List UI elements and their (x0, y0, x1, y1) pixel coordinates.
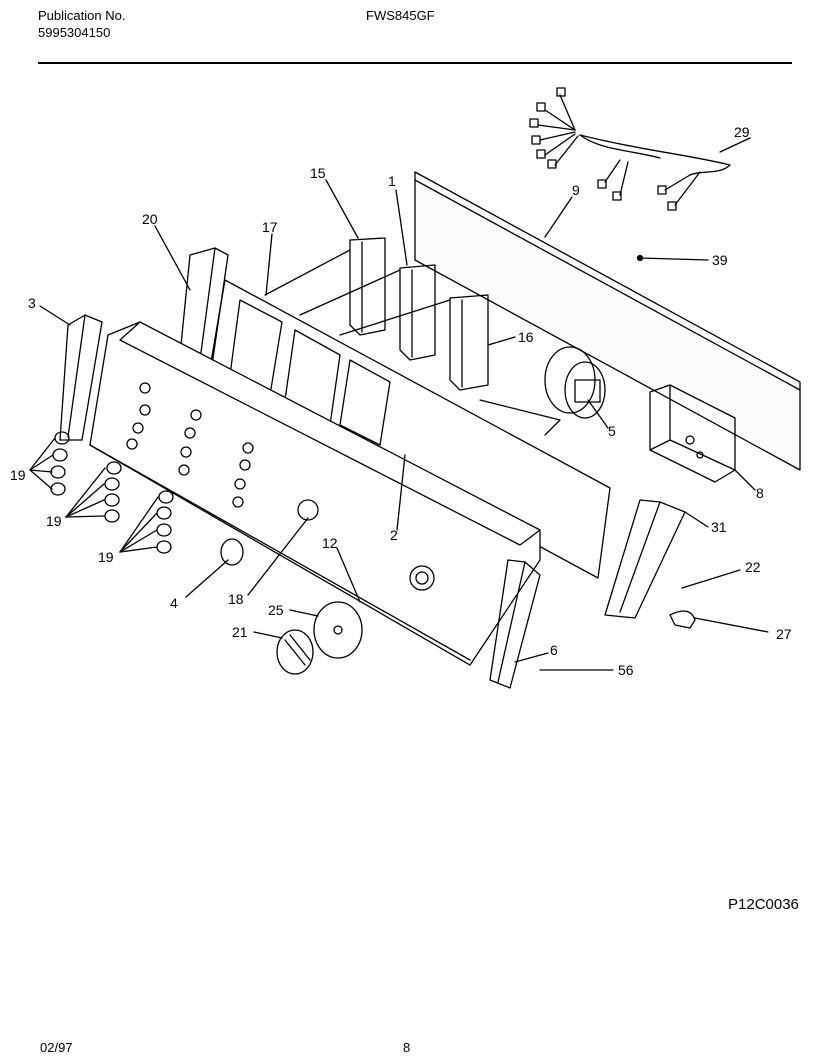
callout-39: 39 (712, 252, 728, 268)
knobs (220, 538, 363, 675)
callout-19-c: 19 (98, 549, 114, 565)
callout-27: 27 (776, 626, 792, 642)
footer-page-number: 8 (403, 1040, 411, 1055)
side-bracket (179, 247, 229, 366)
publication-number: 5995304150 (38, 25, 111, 40)
callout-1: 1 (388, 173, 396, 189)
callout-19-b: 19 (46, 513, 62, 529)
switch-brackets (349, 237, 489, 391)
lamp-housing (604, 499, 696, 629)
callout-15: 15 (310, 165, 326, 181)
model-number: FWS845GF (366, 8, 435, 23)
callout-25: 25 (268, 602, 284, 618)
publication-label: Publication No. (38, 8, 126, 23)
callout-9: 9 (572, 182, 580, 198)
callout-22: 22 (745, 559, 761, 575)
callout-31: 31 (711, 519, 727, 535)
left-end-cap (59, 314, 103, 441)
figure-code: P12C0036 (728, 896, 799, 913)
header-divider (38, 62, 792, 64)
callout-5: 5 (608, 423, 616, 439)
push-buttons (50, 431, 174, 554)
callout-17: 17 (262, 219, 278, 235)
callout-labels: 1 2 3 4 5 6 8 9 12 15 16 17 18 19 19 19 … (10, 124, 792, 678)
callout-8: 8 (756, 485, 764, 501)
callout-2: 2 (390, 527, 398, 543)
callout-56: 56 (618, 662, 634, 678)
callout-16: 16 (518, 329, 534, 345)
right-end-cap (489, 559, 541, 689)
back-panel (414, 171, 801, 471)
callout-21: 21 (232, 624, 248, 640)
callout-20: 20 (142, 211, 158, 227)
callout-4: 4 (170, 595, 178, 611)
callout-3: 3 (28, 295, 36, 311)
callout-18: 18 (228, 591, 244, 607)
wire-harness (529, 87, 731, 211)
callout-12: 12 (322, 535, 338, 551)
callout-6: 6 (550, 642, 558, 658)
callout-19-a: 19 (10, 467, 26, 483)
footer-date: 02/97 (40, 1040, 73, 1055)
panel-buttons (126, 382, 254, 508)
pressure-switch (544, 346, 606, 419)
control-panel (89, 321, 541, 666)
leader-lines (29, 137, 769, 671)
callout-29: 29 (734, 124, 750, 140)
